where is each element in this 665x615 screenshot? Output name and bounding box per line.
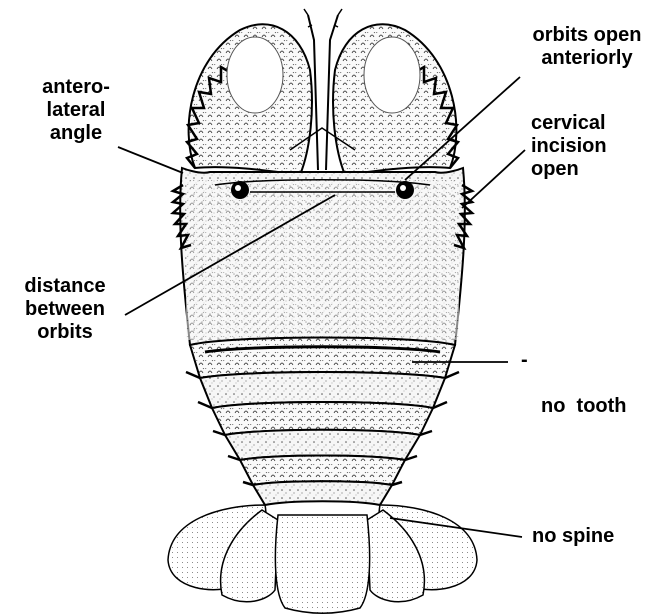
label-distance-between-orbits: distance between orbits [10,275,120,344]
cervical-pointer [462,150,525,208]
label-orbits-open-anteriorly: orbits open anteriorly [516,24,658,70]
label-no-spine: no spine [532,525,614,548]
label-anterolateral-angle: antero- lateral angle [26,76,126,145]
label-cervical-incision-open: cervical incision open [531,112,607,181]
label-no-tooth-dash: - [521,349,528,372]
anterolateral-pointer [118,147,183,173]
tail-fan [168,505,477,613]
label-no-tooth: no tooth [541,349,627,464]
